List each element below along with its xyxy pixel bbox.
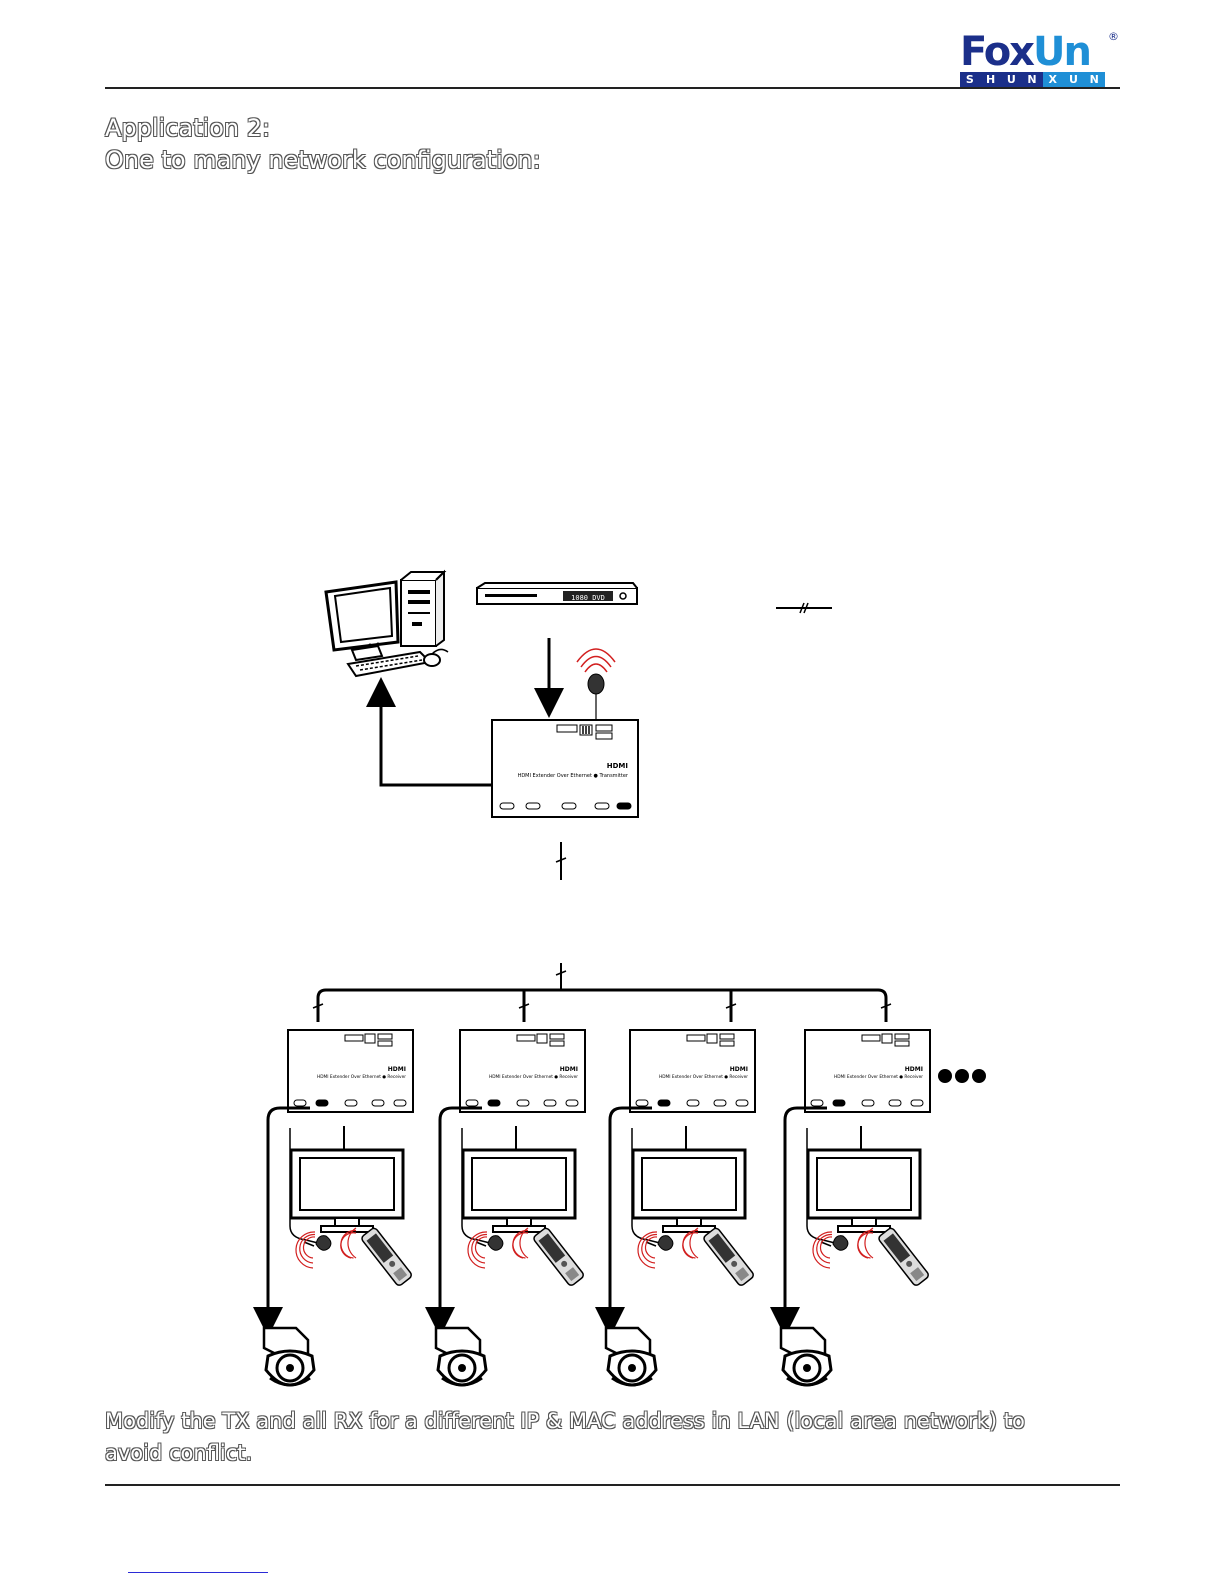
receiver-port bbox=[657, 1099, 671, 1107]
receiver-port bbox=[315, 1099, 329, 1107]
footer-rule bbox=[105, 1484, 1120, 1486]
receiver-port bbox=[735, 1099, 749, 1107]
remote-control-icon bbox=[876, 1226, 931, 1288]
ir-receiver-icon bbox=[820, 1234, 849, 1251]
heading-configuration: One to many network configuration: bbox=[105, 146, 541, 174]
remote-control-icon bbox=[531, 1226, 586, 1288]
monitor-icon bbox=[806, 1148, 922, 1233]
receiver-port bbox=[487, 1099, 501, 1107]
ir-receiver-icon bbox=[475, 1234, 504, 1251]
transmitter-label: HDMI Extender Over Ethernet ● Transmitte… bbox=[518, 773, 629, 779]
receiver-port bbox=[713, 1099, 727, 1107]
receiver-port bbox=[861, 1099, 875, 1107]
ethernet-legend-symbol bbox=[776, 602, 832, 614]
receiver-port bbox=[344, 1099, 358, 1107]
receiver-port bbox=[371, 1099, 385, 1107]
control-arrow-to-camera bbox=[253, 1106, 310, 1337]
receiver-label: HDMI Extender Over Ethernet ● Receiver bbox=[489, 1074, 578, 1080]
receiver-port bbox=[565, 1099, 579, 1107]
control-arrow-tx-to-computer bbox=[366, 677, 492, 787]
receiver-port bbox=[910, 1099, 924, 1107]
receiver-port bbox=[686, 1099, 700, 1107]
heading-application: Application 2: bbox=[105, 114, 271, 142]
more-receivers-indicator bbox=[938, 1069, 986, 1083]
control-arrow-to-camera bbox=[770, 1106, 827, 1337]
receiver-label: HDMI Extender Over Ethernet ● Receiver bbox=[659, 1074, 748, 1080]
logo-wordmark: FoxUn bbox=[960, 29, 1092, 75]
receiver-label: HDMI Extender Over Ethernet ● Receiver bbox=[834, 1074, 923, 1080]
monitor-icon bbox=[631, 1148, 747, 1233]
ethernet-cable-tx bbox=[555, 842, 567, 880]
receiver-brand: HDMI bbox=[560, 1066, 578, 1073]
receiver-port bbox=[888, 1099, 902, 1107]
transmitter-brand: HDMI bbox=[607, 762, 628, 770]
control-arrow-to-camera bbox=[595, 1106, 652, 1337]
remote-control-icon bbox=[701, 1226, 756, 1288]
logo-subline: S H U N X U N bbox=[960, 72, 1106, 87]
ptz-camera-icon bbox=[779, 1326, 833, 1387]
dvd-player-icon: 1080 DVD bbox=[476, 582, 638, 605]
receiver-brand: HDMI bbox=[730, 1066, 748, 1073]
receiver-port bbox=[810, 1099, 824, 1107]
monitor-icon bbox=[289, 1148, 405, 1233]
receiver-label: HDMI Extender Over Ethernet ● Receiver bbox=[317, 1074, 406, 1080]
receiver-brand: HDMI bbox=[388, 1066, 406, 1073]
control-arrow-to-camera bbox=[425, 1106, 482, 1337]
dvd-display-text: 1080 DVD bbox=[571, 594, 605, 602]
computer-icon bbox=[324, 569, 449, 678]
receiver-port bbox=[293, 1099, 307, 1107]
receiver-port bbox=[465, 1099, 479, 1107]
header-rule bbox=[105, 87, 1120, 89]
registered-mark: ® bbox=[1108, 30, 1119, 43]
ptz-camera-icon bbox=[262, 1326, 316, 1387]
ptz-camera-icon bbox=[604, 1326, 658, 1387]
receiver-port bbox=[635, 1099, 649, 1107]
footnote-text: Modify the TX and all RX for a different… bbox=[105, 1409, 1025, 1465]
ir-emitter-icon bbox=[576, 648, 616, 720]
receiver-port bbox=[832, 1099, 846, 1107]
network-distribution-line bbox=[312, 963, 892, 1022]
ir-receiver-icon bbox=[645, 1234, 674, 1251]
footer-link-underline bbox=[128, 1572, 268, 1573]
receiver-port bbox=[543, 1099, 557, 1107]
monitor-icon bbox=[461, 1148, 577, 1233]
brand-logo: FoxUn ® S H U N X U N bbox=[960, 29, 1119, 88]
receiver-port bbox=[516, 1099, 530, 1107]
ir-receiver-icon bbox=[303, 1234, 332, 1251]
receiver-brand: HDMI bbox=[905, 1066, 923, 1073]
remote-control-icon bbox=[359, 1226, 414, 1288]
ptz-camera-icon bbox=[434, 1326, 488, 1387]
receiver-port bbox=[393, 1099, 407, 1107]
transmitter-box: HDMI HDMI Extender Over Ethernet ● Trans… bbox=[491, 719, 639, 818]
